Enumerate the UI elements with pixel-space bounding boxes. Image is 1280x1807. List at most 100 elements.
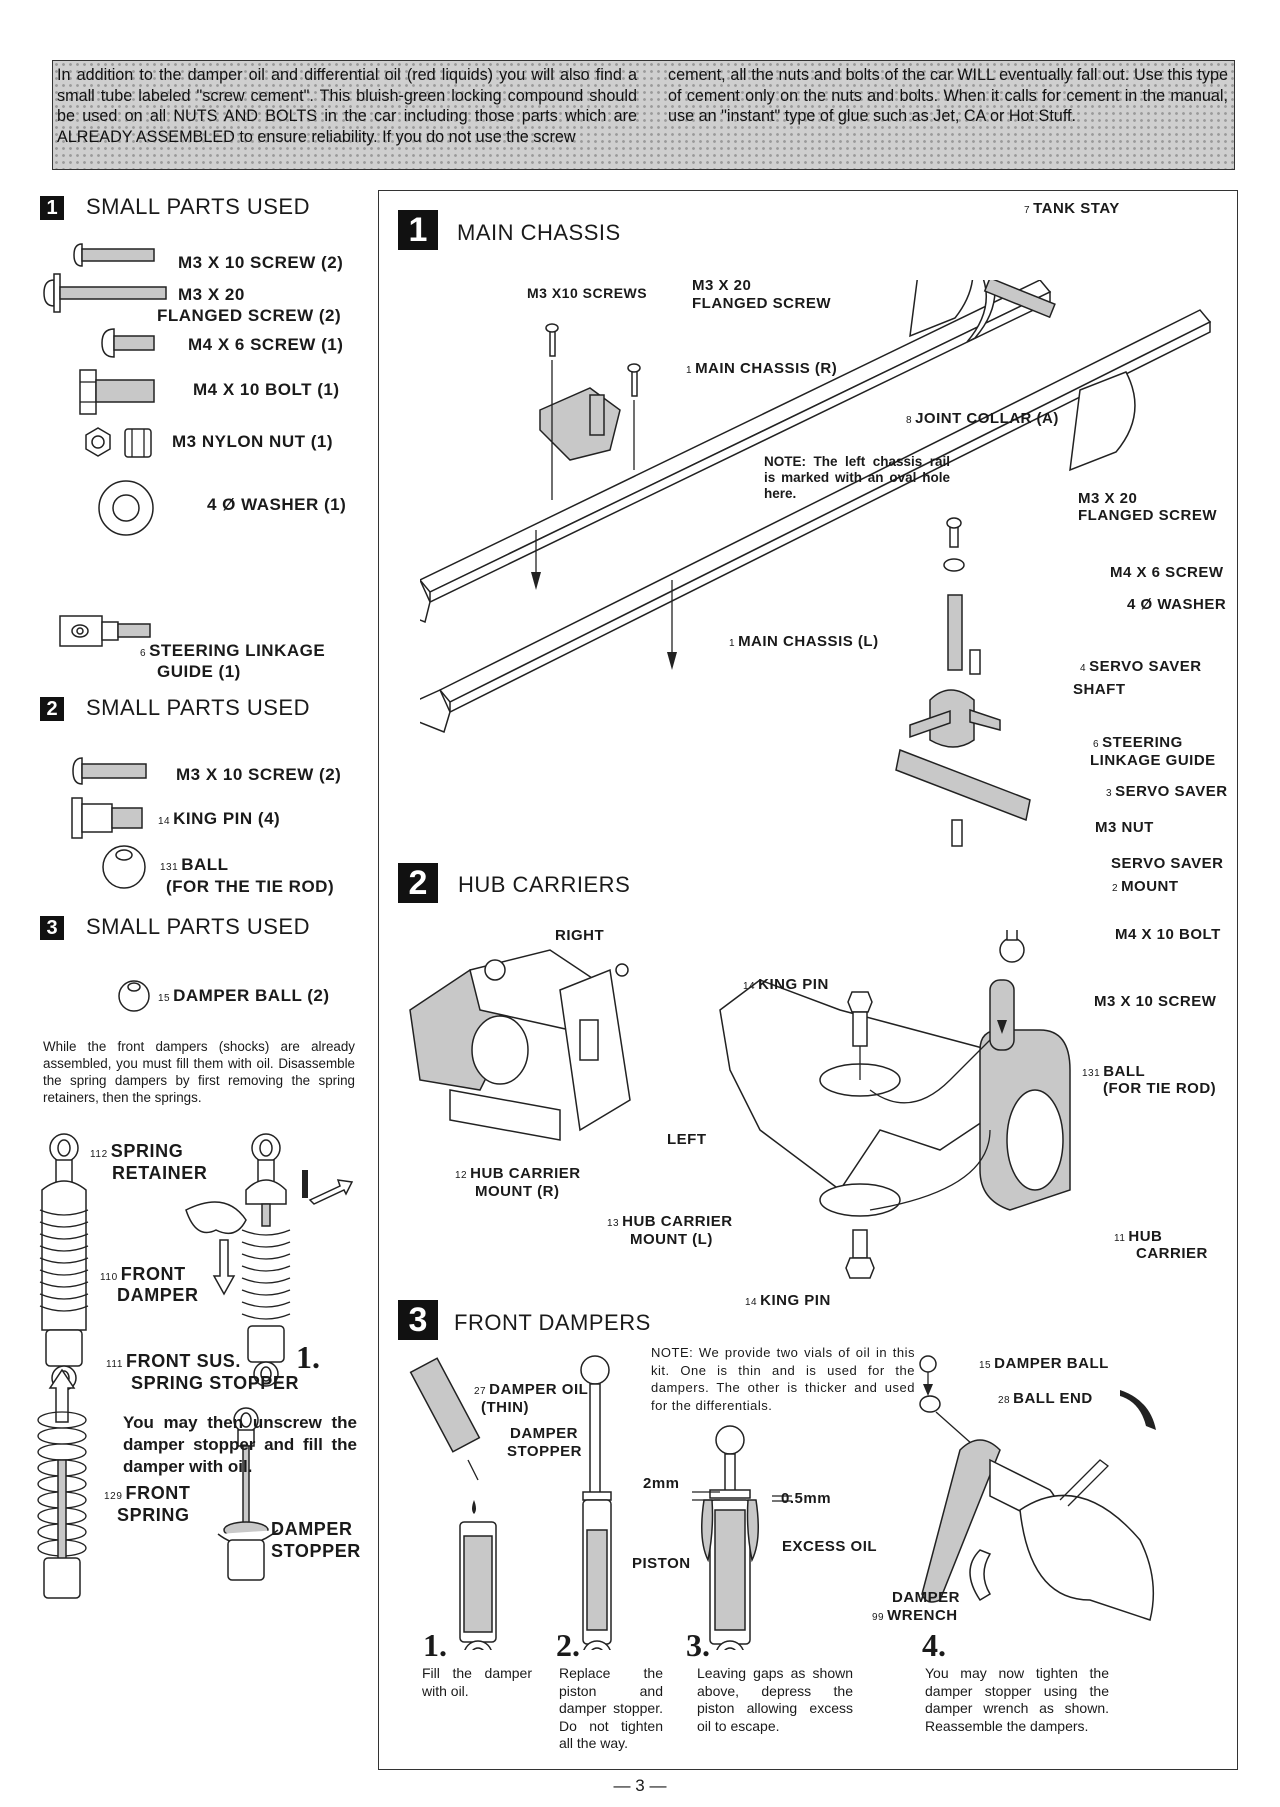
part-number: 131 bbox=[160, 862, 179, 873]
oil-vials-note: NOTE: We provide two vials of oil in thi… bbox=[651, 1345, 915, 1413]
part-label: M3 X 10 SCREW (2) bbox=[178, 253, 344, 272]
m3x20-flanged-label-2: FLANGED SCREW bbox=[692, 295, 831, 312]
damper-oil-label-2: (THIN) bbox=[481, 1399, 529, 1416]
damper-stopper-label-2: STOPPER bbox=[271, 1541, 361, 1561]
substep-text: Replace the piston and damper stopper. D… bbox=[559, 1665, 663, 1751]
gap-2mm-label: 2mm bbox=[643, 1475, 680, 1492]
hub-mount-r-label-2: MOUNT (R) bbox=[475, 1183, 560, 1200]
m3-nut-label: M3 NUT bbox=[1095, 819, 1154, 836]
section-number-badge: 3 bbox=[40, 916, 64, 940]
part-label: M3 X 10 SCREW (2) bbox=[176, 765, 342, 784]
damper-stopper-label-2: STOPPER bbox=[507, 1443, 582, 1460]
damper-stopper-label: DAMPER bbox=[510, 1425, 579, 1442]
front-dampers-diagram bbox=[409, 1355, 1156, 1650]
damper-disassembly-illustration bbox=[37, 1133, 354, 1599]
step-title: HUB CARRIERS bbox=[458, 872, 631, 897]
m3x10-screws-label: M3 X10 SCREWS bbox=[527, 285, 648, 301]
damper-wrench-label: DAMPER bbox=[892, 1589, 961, 1606]
notice-right-text: cement, all the nuts and bolts of the ca… bbox=[668, 66, 1228, 125]
m4x6-screw-label: M4 X 6 SCREW bbox=[1110, 564, 1224, 581]
step-number-badge: 2 bbox=[398, 863, 438, 903]
part-label: M4 X 6 SCREW (1) bbox=[188, 335, 344, 354]
step-title: MAIN CHASSIS bbox=[457, 220, 621, 245]
section-title: SMALL PARTS USED bbox=[86, 194, 310, 219]
m3x20-flanged-right-label: M3 X 20 bbox=[1078, 490, 1138, 507]
part-number: 14 bbox=[158, 816, 171, 827]
hub-carrier-label-2: CARRIER bbox=[1136, 1245, 1208, 1262]
m3x20-flanged-label: M3 X 20 bbox=[692, 277, 752, 294]
substep-text: You may now tighten the damper stopper u… bbox=[925, 1665, 1109, 1734]
right-label: RIGHT bbox=[555, 927, 605, 944]
step-title: FRONT DAMPERS bbox=[454, 1310, 651, 1335]
hub-mount-l-label-2: MOUNT (L) bbox=[630, 1231, 713, 1248]
servo-mount-label: SERVO SAVER bbox=[1111, 855, 1224, 872]
screw-cement-notice: In addition to the damper oil and differ… bbox=[52, 60, 1235, 170]
nylon-nut-icon bbox=[85, 427, 152, 458]
washer-label: 4 Ø WASHER bbox=[1127, 596, 1227, 613]
step-number-badge: 3 bbox=[398, 1300, 438, 1340]
part-label: 4 Ø WASHER (1) bbox=[207, 495, 347, 514]
part-label: (FOR THE TIE ROD) bbox=[166, 877, 335, 896]
gap-05mm-label: 0.5mm bbox=[781, 1490, 832, 1507]
part-label: GUIDE (1) bbox=[157, 662, 241, 681]
servo-saver-shaft-label-2: SHAFT bbox=[1073, 681, 1126, 698]
screw-icon bbox=[101, 328, 155, 358]
step-number: 1. bbox=[296, 1339, 320, 1375]
screw-icon bbox=[72, 757, 147, 785]
step-number-badge: 1 bbox=[398, 210, 438, 250]
substep-text: Fill the damper with oil. bbox=[422, 1665, 532, 1699]
front-spring-label-2: SPRING bbox=[117, 1505, 190, 1525]
substep-number: 3. bbox=[686, 1627, 710, 1663]
ball-icon bbox=[102, 845, 146, 889]
piston-label: PISTON bbox=[632, 1555, 691, 1572]
washer-icon bbox=[98, 480, 154, 536]
assembly-steps-frame bbox=[378, 190, 1238, 1770]
substep-number: 1. bbox=[423, 1627, 447, 1663]
m4x10-bolt-label: M4 X 10 BOLT bbox=[1115, 926, 1221, 943]
part-number: 15 bbox=[158, 993, 171, 1004]
hex-bolt-icon bbox=[79, 369, 155, 415]
substep-number: 4. bbox=[922, 1627, 946, 1663]
front-damper-label-2: DAMPER bbox=[117, 1285, 199, 1305]
spring-retainer-label-2: RETAINER bbox=[112, 1163, 208, 1183]
part-label: M3 NYLON NUT (1) bbox=[172, 432, 333, 451]
flanged-screw-icon bbox=[43, 273, 167, 313]
m3x20-flanged-right-label-2: FLANGED SCREW bbox=[1078, 507, 1217, 524]
notice-left-text: In addition to the damper oil and differ… bbox=[57, 66, 637, 146]
section-number-badge: 2 bbox=[40, 697, 64, 721]
chassis-note: NOTE: The left chassis rail is marked wi… bbox=[764, 454, 950, 501]
part-number: 6 bbox=[140, 648, 147, 659]
king-pin-icon bbox=[71, 797, 143, 839]
substep-number: 2. bbox=[556, 1627, 580, 1663]
screw-icon bbox=[73, 243, 155, 267]
left-label: LEFT bbox=[667, 1131, 707, 1148]
steering-linkage-label-2: LINKAGE GUIDE bbox=[1090, 752, 1216, 769]
section-title: SMALL PARTS USED bbox=[86, 695, 310, 720]
section-number-badge: 1 bbox=[40, 196, 64, 220]
damper-stopper-label: DAMPER bbox=[271, 1519, 353, 1539]
